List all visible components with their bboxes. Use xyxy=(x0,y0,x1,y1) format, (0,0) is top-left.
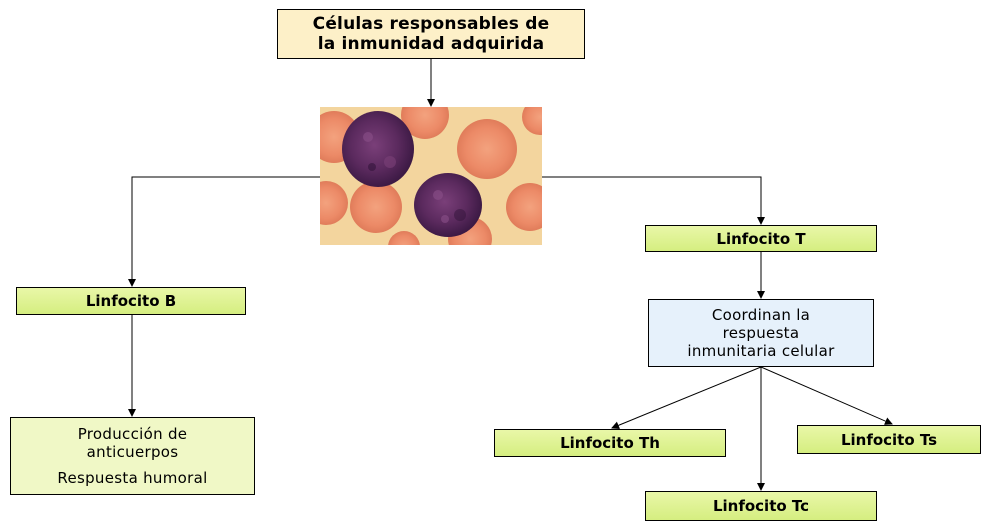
lymphocyte-micrograph-image xyxy=(320,107,542,245)
red-blood-cell xyxy=(401,107,449,139)
red-blood-cell xyxy=(506,183,542,231)
red-blood-cell xyxy=(320,181,348,225)
arrow-image-to-linfocito-t xyxy=(542,176,765,225)
arrow-image-to-linfocito-b xyxy=(128,176,320,287)
linfocito-t-box: Linfocito T xyxy=(645,225,877,252)
linfocito-b-label: Linfocito B xyxy=(85,292,177,310)
linfocito-t-label: Linfocito T xyxy=(716,229,806,248)
linfocito-ts-box: Linfocito Ts xyxy=(797,425,981,454)
linfocito-th-box: Linfocito Th xyxy=(494,429,726,457)
red-blood-cell xyxy=(522,107,542,135)
arrow-coordinan-to-th xyxy=(611,366,762,430)
produccion-line-1: Producción de xyxy=(77,425,188,443)
linfocito-ts-label: Linfocito Ts xyxy=(840,430,938,449)
produccion-line-2: anticuerpos xyxy=(86,443,179,461)
coordinan-box: Coordinan la respuesta inmunitaria celul… xyxy=(648,299,874,367)
respuesta-humoral-line: Respuesta humoral xyxy=(57,469,208,487)
coordinan-line-2: respuesta xyxy=(722,324,800,342)
lymphocyte-nucleus xyxy=(342,111,414,187)
title-box: Células responsables de la inmunidad adq… xyxy=(277,9,585,59)
linfocito-th-label: Linfocito Th xyxy=(560,434,660,452)
linfocito-tc-label: Linfocito Tc xyxy=(712,497,810,515)
coordinan-line-3: inmunitaria celular xyxy=(687,342,835,360)
red-blood-cell xyxy=(350,181,402,233)
linfocito-tc-box: Linfocito Tc xyxy=(645,491,877,521)
arrow-coordinan-to-ts xyxy=(760,366,893,425)
title-line-2: la inmunidad adquirida xyxy=(317,34,545,54)
red-blood-cell xyxy=(457,119,517,179)
coordinan-line-1: Coordinan la xyxy=(711,306,811,324)
produccion-box: Producción de anticuerpos Respuesta humo… xyxy=(10,417,255,495)
lymphocyte-nucleus xyxy=(414,173,482,237)
red-blood-cell xyxy=(388,231,420,245)
title-line-1: Células responsables de xyxy=(312,14,550,34)
linfocito-b-box: Linfocito B xyxy=(16,287,246,315)
